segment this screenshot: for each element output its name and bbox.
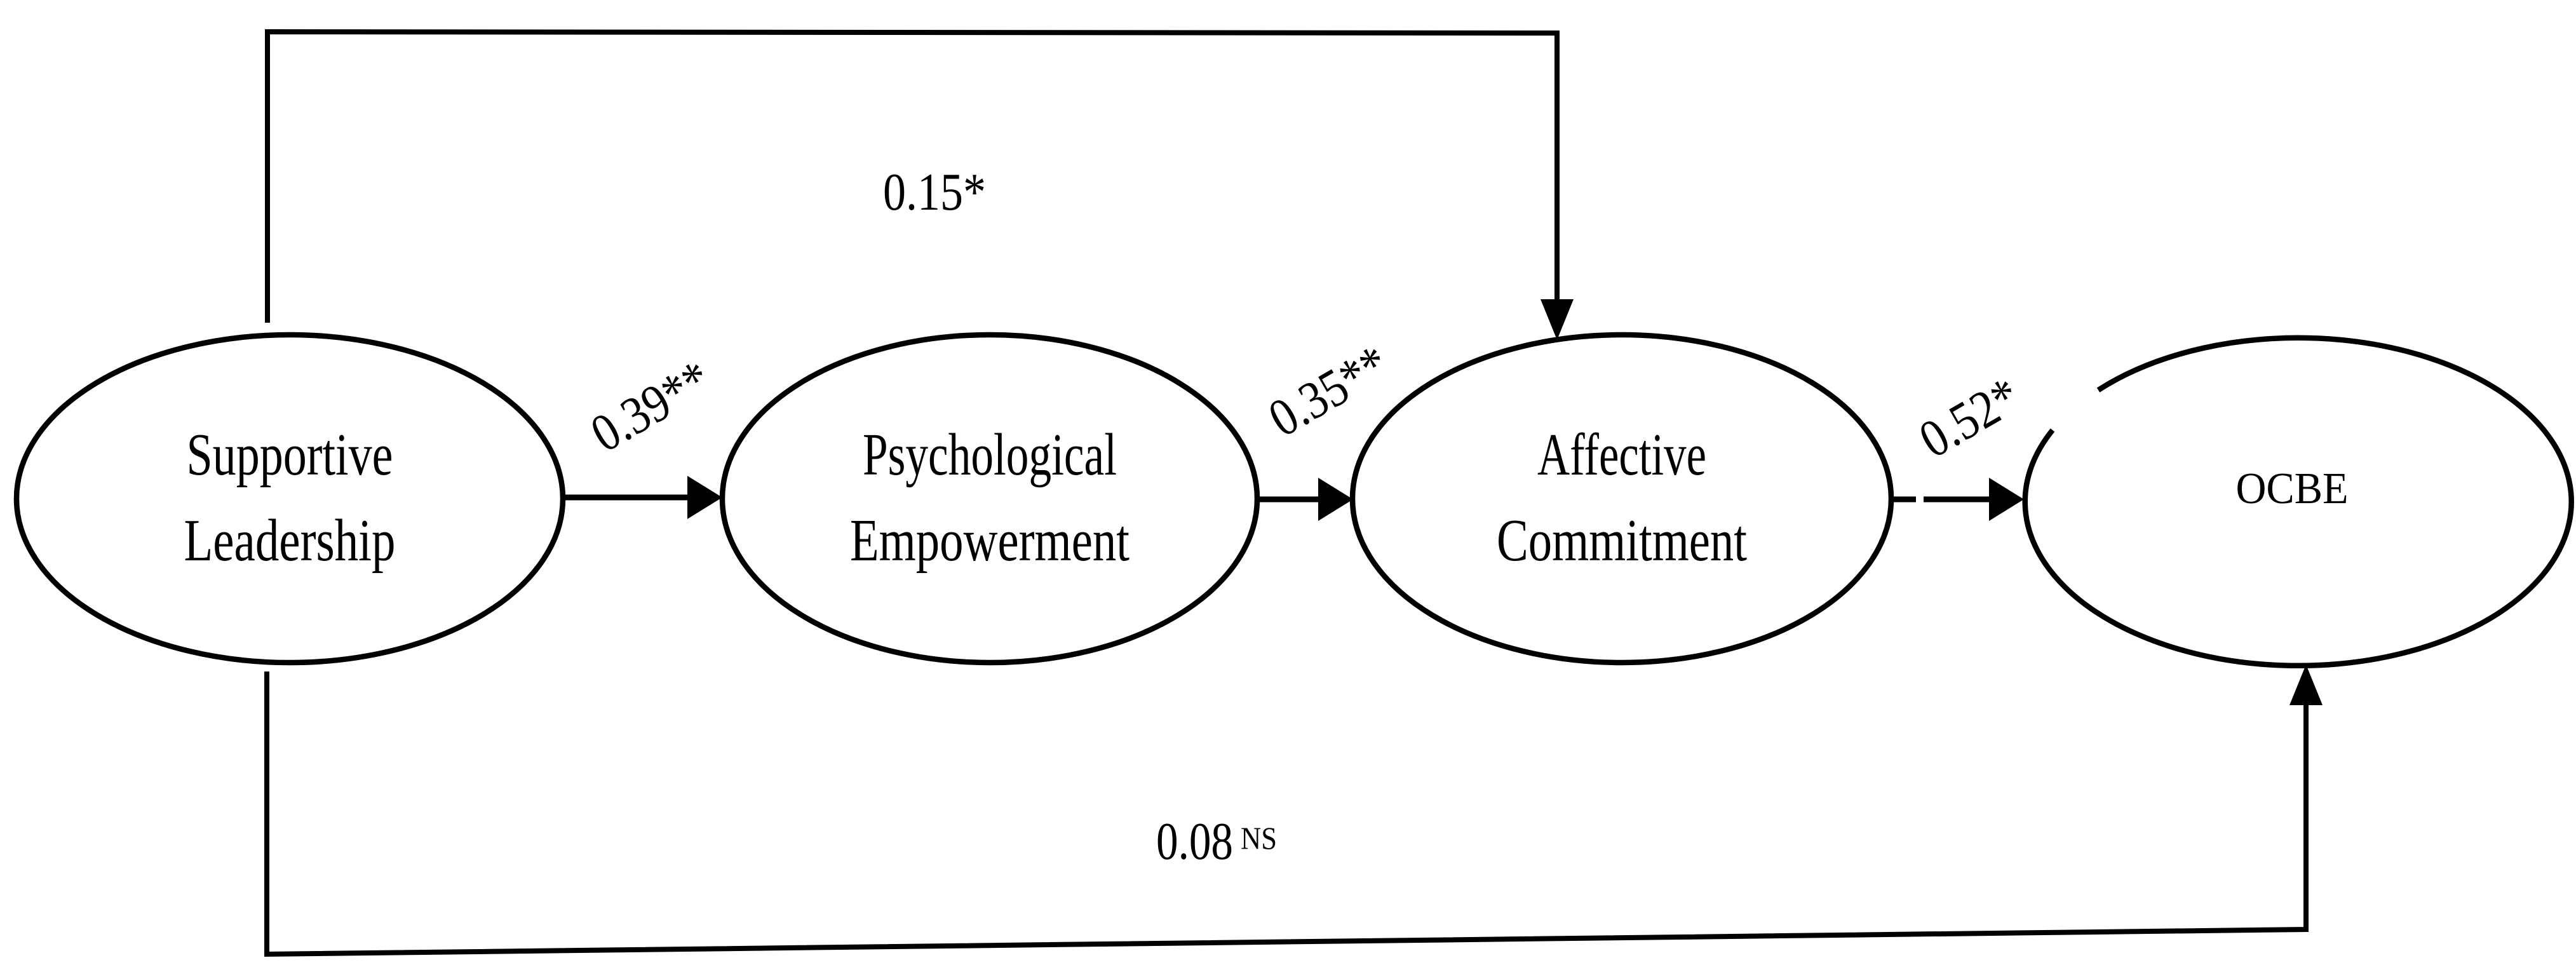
node-psychological-empowerment-line2: Empowerment xyxy=(850,508,1130,574)
path-ac-to-ocbe: 0.52* xyxy=(1891,366,2030,521)
node-affective-commitment-line2: Commitment xyxy=(1497,508,1747,574)
node-ocbe-ellipse xyxy=(2022,335,2574,669)
node-affective-commitment-line1: Affective xyxy=(1537,422,1706,488)
coefficient-sl-ac: 0.15* xyxy=(883,163,986,222)
node-affective-commitment-ellipse xyxy=(1349,332,1894,666)
node-ocbe: OCBE xyxy=(2022,335,2574,669)
node-supportive-leadership: Supportive Leadership xyxy=(13,332,566,666)
coefficient-sl-pe: 0.39** xyxy=(581,349,721,464)
node-psychological-empowerment: Psychological Empowerment xyxy=(719,332,1260,666)
node-supportive-leadership-line1: Supportive xyxy=(187,422,393,488)
path-sl-to-ocbe-line xyxy=(264,671,2309,957)
path-sl-to-ac: 0.15* xyxy=(265,29,1574,340)
path-sl-to-pe-arrowhead xyxy=(687,476,722,519)
path-sl-to-ac-arrowhead xyxy=(1541,299,1574,340)
path-sl-to-ac-line xyxy=(265,29,1560,323)
node-supportive-leadership-ellipse xyxy=(13,332,566,666)
node-supportive-leadership-line2: Leadership xyxy=(184,508,396,574)
node-psychological-empowerment-ellipse xyxy=(719,332,1260,666)
path-sl-to-ocbe: 0.08 NS xyxy=(264,665,2323,957)
path-pe-to-ac-arrowhead xyxy=(1318,478,1353,521)
coefficient-ac-ocbe: 0.52* xyxy=(1910,366,2030,469)
coefficient-sl-ocbe-superscript: NS xyxy=(1241,820,1277,856)
node-psychological-empowerment-line1: Psychological xyxy=(863,422,1117,488)
node-ocbe-label: OCBE xyxy=(2236,464,2349,513)
path-sl-to-ocbe-arrowhead xyxy=(2289,665,2323,705)
node-affective-commitment: Affective Commitment xyxy=(1349,332,1894,666)
coefficient-sl-ocbe: 0.08 xyxy=(1156,812,1233,871)
path-ac-to-ocbe-arrowhead xyxy=(1989,478,2024,521)
path-sl-to-pe: 0.39** xyxy=(563,349,722,519)
